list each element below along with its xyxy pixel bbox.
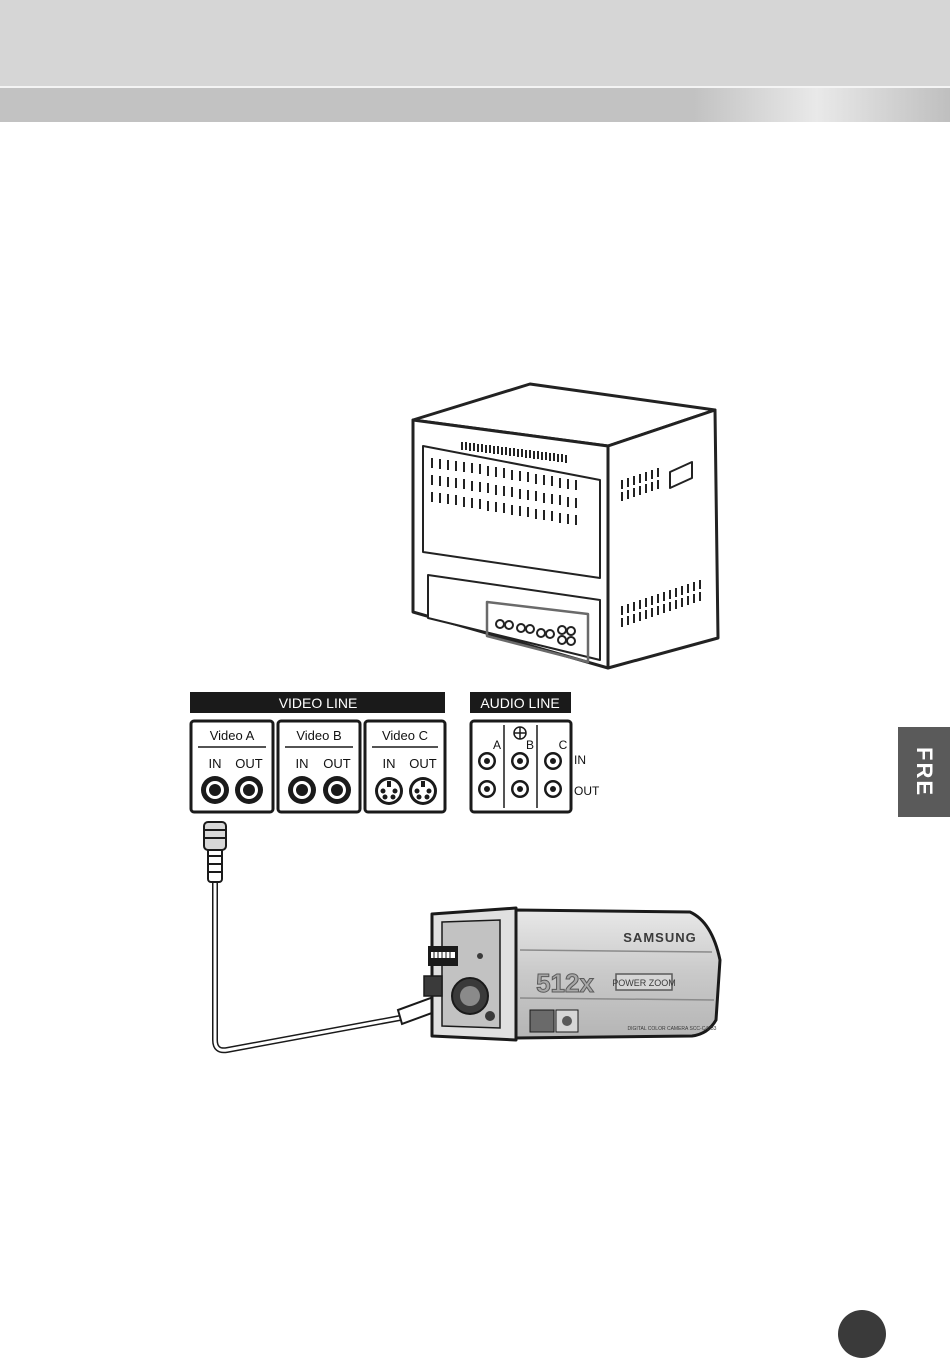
language-tab-label: FRE (911, 747, 937, 797)
video-a-group: Video A IN OUT (191, 721, 273, 812)
bnc-jack-icon (235, 776, 263, 804)
bnc-jack-icon (201, 776, 229, 804)
ground-symbol-icon (514, 727, 526, 739)
coax-cable (215, 880, 400, 1050)
bnc-plug-icon (204, 822, 226, 882)
bnc-jack-icon (288, 776, 316, 804)
svideo-jack-icon (375, 777, 403, 805)
camera-badge-icon (530, 1010, 554, 1032)
camera-brand-logo: SAMSUNG (623, 930, 696, 945)
bnc-jack-icon (323, 776, 351, 804)
camera-zoom-value: 512x (536, 968, 594, 998)
rca-jack-icon (511, 780, 529, 798)
video-a-in-label: IN (209, 756, 222, 771)
page-number-badge (838, 1310, 886, 1358)
video-b-out-label: OUT (323, 756, 351, 771)
video-b-label: Video B (296, 728, 341, 743)
audio-line-section: AUDIO LINE A B C IN OUT (470, 692, 600, 812)
video-c-label: Video C (382, 728, 428, 743)
video-b-in-label: IN (296, 756, 309, 771)
connection-diagram: VIDEO LINE Video A IN OUT Video B IN OUT… (0, 0, 950, 1324)
camera-illustration: SAMSUNG 512x POWER ZOOM DIGITAL COLOR CA… (424, 908, 720, 1040)
video-line-section: VIDEO LINE Video A IN OUT Video B IN OUT… (190, 692, 445, 812)
audio-channel-a-label: A (493, 738, 501, 752)
monitor-illustration (413, 384, 718, 668)
rca-jack-icon (478, 780, 496, 798)
audio-line-title: AUDIO LINE (480, 695, 559, 711)
camera-model-caption: DIGITAL COLOR CAMERA SCC-C4333 (628, 1026, 717, 1032)
audio-out-label: OUT (574, 784, 600, 798)
audio-channel-c-label: C (559, 738, 568, 752)
camera-zoom-label: POWER ZOOM (612, 978, 676, 988)
audio-channel-b-label: B (526, 738, 534, 752)
language-tab: FRE (898, 727, 950, 817)
rca-jack-icon (478, 752, 496, 770)
rca-jack-icon (544, 752, 562, 770)
video-line-title: VIDEO LINE (279, 695, 358, 711)
video-c-out-label: OUT (409, 756, 437, 771)
rca-jack-icon (544, 780, 562, 798)
svideo-jack-icon (409, 777, 437, 805)
video-c-in-label: IN (383, 756, 396, 771)
video-a-label: Video A (210, 728, 255, 743)
video-a-out-label: OUT (235, 756, 263, 771)
video-b-group: Video B IN OUT (278, 721, 360, 812)
audio-in-label: IN (574, 753, 586, 767)
video-c-group: Video C IN OUT (365, 721, 445, 812)
rca-jack-icon (511, 752, 529, 770)
